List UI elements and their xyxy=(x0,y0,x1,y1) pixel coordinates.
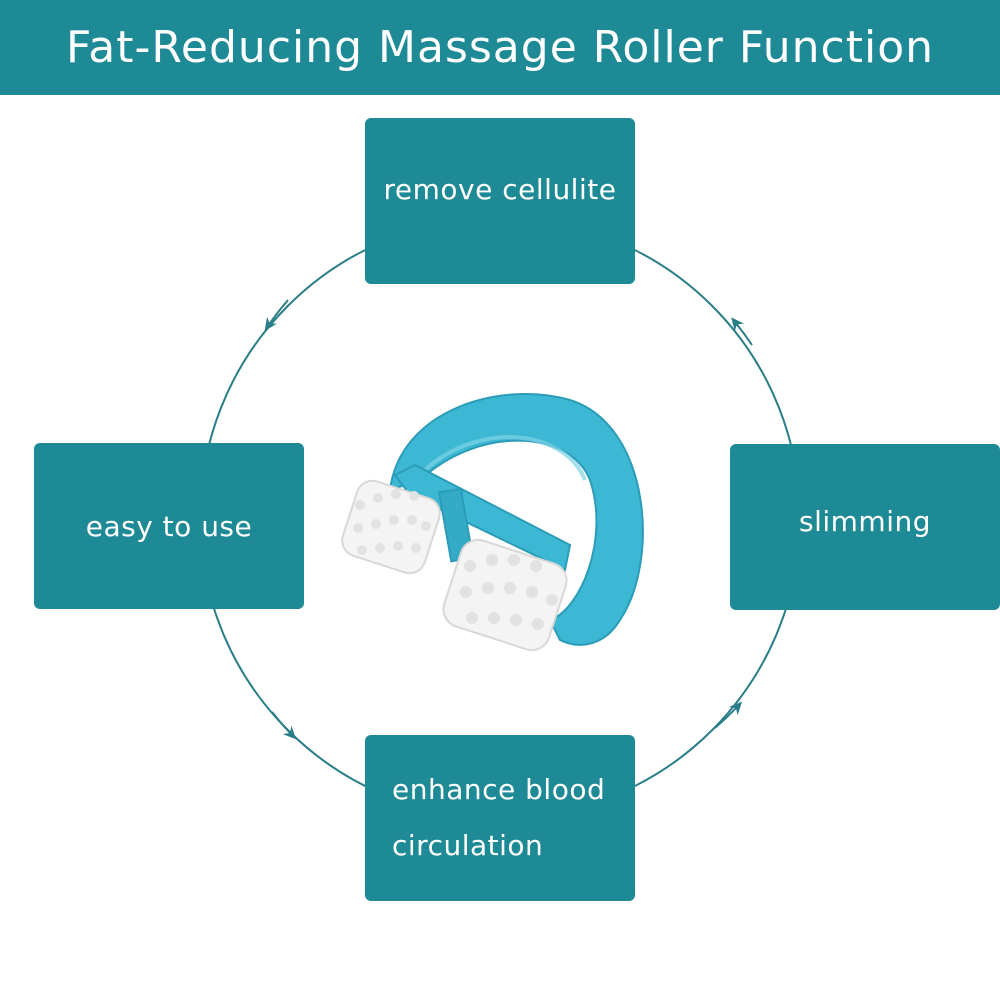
box-easy-to-use: easy to use xyxy=(34,443,304,609)
box-slimming: slimming xyxy=(730,444,1000,610)
arrow-lower-right xyxy=(714,701,743,729)
box-remove-cellulite: remove cellulite xyxy=(365,118,635,284)
box-enhance-blood-label: enhance blood xyxy=(392,773,606,806)
title-banner: Fat-Reducing Massage Roller Function xyxy=(0,0,1000,95)
box-easy-to-use-label: easy to use xyxy=(85,509,253,543)
page-title: Fat-Reducing Massage Roller Function xyxy=(65,22,935,73)
arrow-upper-left xyxy=(264,299,289,331)
box-circulation-label: circulation xyxy=(392,829,544,862)
box-slimming-label: slimming xyxy=(799,504,931,538)
roller-right xyxy=(442,538,568,652)
box-remove-cellulite-label: remove cellulite xyxy=(383,172,617,206)
arrow-lower-left xyxy=(271,711,297,740)
arrow-upper-right xyxy=(731,317,753,346)
roller-left xyxy=(341,479,441,575)
box-enhance-blood-circulation: enhance blood circulation xyxy=(365,735,635,901)
massage-roller-image xyxy=(341,393,644,652)
